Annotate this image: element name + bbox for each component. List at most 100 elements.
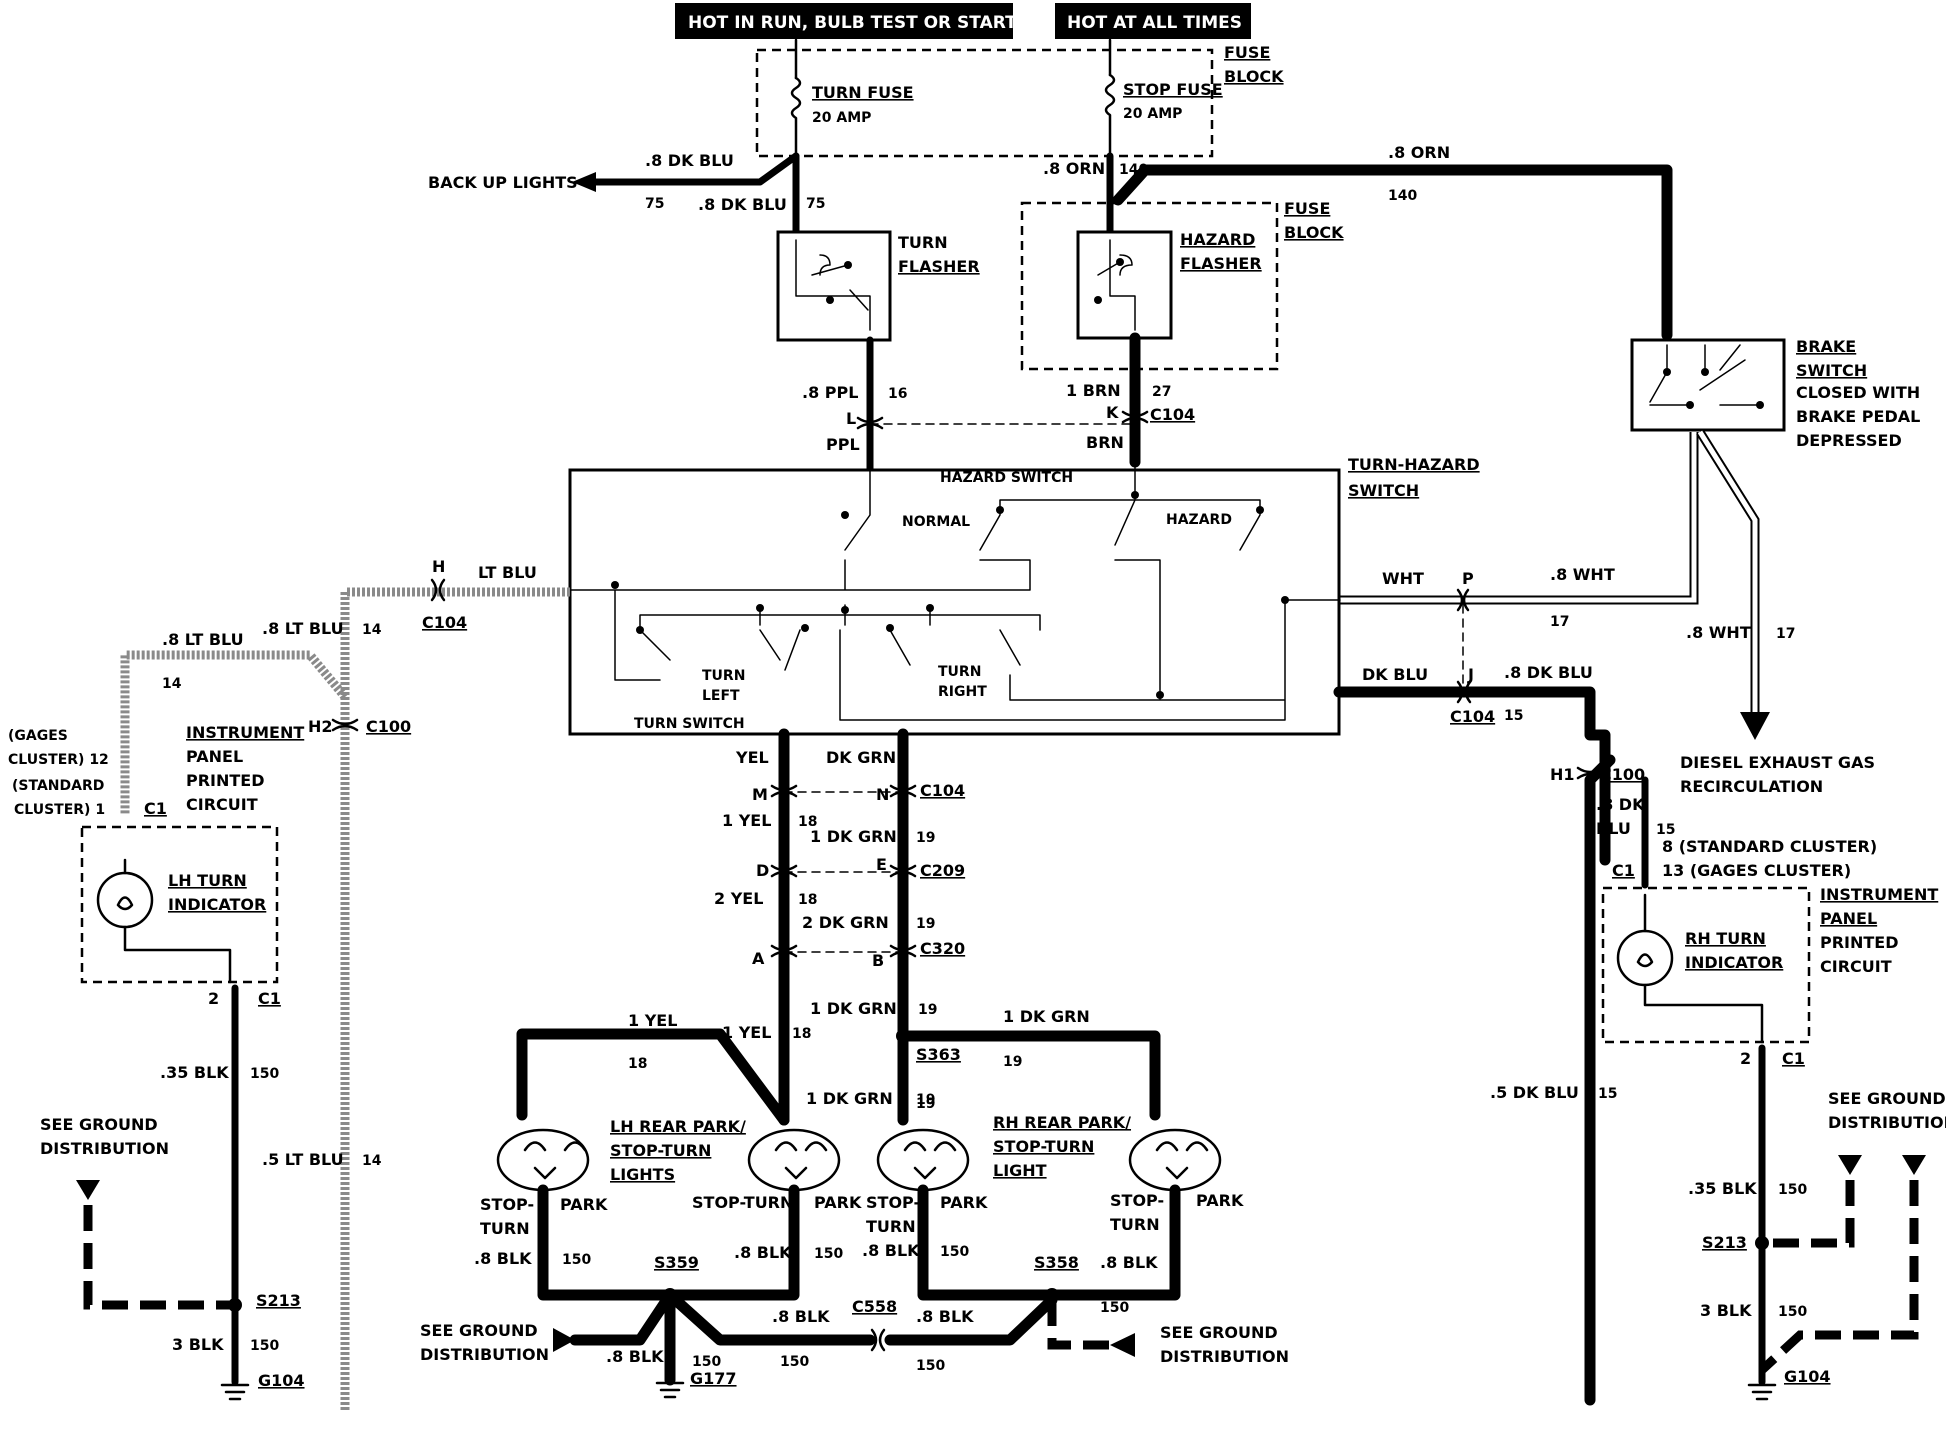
wire-19-c: 19 <box>918 1002 937 1018</box>
fuse-block-outline <box>755 48 1214 158</box>
hot-in-run-header: HOT IN RUN, BULB TEST OR START <box>688 13 1017 33</box>
wire-19: 19 <box>916 830 935 846</box>
blk8-g: .8 BLK <box>916 1307 974 1326</box>
c558-to-s358-wire <box>884 1294 1058 1346</box>
s358-ground-dist-wire <box>1047 1300 1110 1350</box>
brake-switch-label-5: DEPRESSED <box>1796 431 1902 450</box>
conn-J: J <box>1467 665 1474 684</box>
lh-ip-4: CIRCUIT <box>186 795 258 814</box>
rh-ground-dist-arrow-2 <box>1902 1155 1926 1175</box>
conn-c100-H2 <box>331 718 359 732</box>
dk-blu-wire <box>1333 686 1611 866</box>
diesel-label-1: DIESEL EXHAUST GAS <box>1680 753 1875 772</box>
lh-blk3: 3 BLK <box>172 1335 224 1354</box>
rh-rear-dkgrn-feed <box>897 1030 1161 1121</box>
wire-dkgrn1-c: 1 DK GRN <box>1003 1007 1090 1026</box>
splice-s358: S358 <box>1034 1253 1079 1272</box>
hazard-flasher-internal <box>1097 239 1136 331</box>
wire-16: 16 <box>888 386 907 402</box>
s359-to-c558-wire <box>664 1289 876 1346</box>
wire-brn1: 1 BRN <box>1066 381 1121 400</box>
lh-lamp-filament <box>116 858 232 984</box>
lh-gages-2: CLUSTER) 12 <box>8 752 109 768</box>
150-c: 150 <box>940 1244 969 1260</box>
wire-yel2: 2 YEL <box>714 889 763 908</box>
lh-ground-dist-wire <box>83 1205 235 1310</box>
turn-hazard-switch-label-2: SWITCH <box>1348 481 1419 500</box>
wire-140-b: 140 <box>1388 188 1417 204</box>
150-d: 150 <box>1100 1300 1129 1316</box>
wire-brn: BRN <box>1086 433 1124 452</box>
turn-right-label-2: RIGHT <box>938 684 987 700</box>
turn-left-label-2: LEFT <box>702 688 740 704</box>
turn-hazard-switch-label-1: TURN-HAZARD <box>1348 455 1480 474</box>
conn-c104-J <box>1456 680 1472 704</box>
conn-L: L <box>846 409 856 428</box>
stop-fuse-name: STOP FUSE <box>1123 80 1223 99</box>
hazard-switch-label: HAZARD SWITCH <box>940 470 1073 486</box>
blk8-b: .8 BLK <box>734 1243 792 1262</box>
wire-ppl8: .8 PPL <box>802 383 858 402</box>
wire-14-a: 14 <box>162 676 182 692</box>
conn-c104-b: C104 <box>422 613 467 632</box>
conn-c100-a: C100 <box>366 717 411 736</box>
wire-ppl: PPL <box>826 435 860 454</box>
wire-orn8-a: .8 ORN <box>1043 159 1105 178</box>
hazard-label: HAZARD <box>1166 512 1232 528</box>
splice-s359: S359 <box>654 1253 699 1272</box>
lh-indicator-panel <box>80 825 279 984</box>
turn-fuse-rating: 20 AMP <box>812 110 871 126</box>
rh-150-b: 150 <box>1778 1304 1807 1320</box>
s358-ground-dist-arrow <box>1110 1333 1135 1357</box>
wire-dkgrn1-b: 1 DK GRN <box>810 999 897 1018</box>
hazard-flasher-box <box>1076 230 1173 340</box>
lh-see-ground-1: SEE GROUND <box>40 1115 158 1134</box>
wire-wht8: .8 WHT <box>1550 565 1615 584</box>
conn-c104-H <box>430 578 446 602</box>
rh-indicator-name-1: RH TURN <box>1685 929 1766 948</box>
wire-wht: WHT <box>1382 569 1424 588</box>
lh-ip-3: PRINTED <box>186 771 265 790</box>
wire-yel1-c: 1 YEL <box>722 1023 771 1042</box>
rh-ground-symbol <box>1747 1383 1777 1401</box>
blk8-c: .8 BLK <box>862 1241 920 1260</box>
150-a: 150 <box>562 1252 591 1268</box>
conn-c100-b: C100 <box>1600 765 1645 784</box>
turn-left-label-1: TURN <box>702 668 745 684</box>
wire-dkgrn1: 1 DK GRN <box>810 827 897 846</box>
rh-ground-dist-arrow-1 <box>1838 1155 1862 1175</box>
wire-dkgrn: DK GRN <box>826 748 896 767</box>
rh-see-ground-1: SEE GROUND <box>1828 1089 1946 1108</box>
rh-ground-dist-wire-1 <box>1762 1180 1855 1248</box>
wire-yel1: 1 YEL <box>722 811 771 830</box>
hot-all-times-header-box <box>1055 3 1251 39</box>
lh-stopturn: STOP-TURN <box>692 1193 793 1212</box>
rh-stop-2: STOP- <box>1110 1191 1164 1210</box>
conn-P: P <box>1462 569 1474 588</box>
150-g: 150 <box>916 1358 945 1374</box>
rh-ip-1: INSTRUMENT <box>1820 885 1938 904</box>
stop-fuse-rating: 20 AMP <box>1123 106 1182 122</box>
conn-N: N <box>876 785 889 804</box>
normal-label: NORMAL <box>902 514 970 530</box>
lh-see-ground-2: DISTRIBUTION <box>40 1139 169 1158</box>
lh-rear-yel-feed <box>516 1028 790 1126</box>
rear-lamp-filaments <box>523 1141 1209 1180</box>
fuse-block-2-outline <box>1020 201 1279 371</box>
lh-rear-label-1: LH REAR PARK/ <box>610 1117 746 1136</box>
wire-18-b: 18 <box>798 892 817 908</box>
wire-14-b: 14 <box>362 622 382 638</box>
wire-ltblu8-b: .8 LT BLU <box>262 619 344 638</box>
wire-15-c: 15 <box>1598 1086 1617 1102</box>
lh-rear-lamp-outer <box>496 1128 590 1192</box>
rh-park-2: PARK <box>1196 1191 1244 1210</box>
rh-pin-2: 2 <box>1740 1049 1751 1068</box>
lh-pin-2: 2 <box>208 989 219 1008</box>
rh-turn: TURN <box>866 1217 916 1236</box>
lh-indicator-name-2: INDICATOR <box>168 895 266 914</box>
egr-arrow <box>1740 712 1770 740</box>
conn-E: E <box>876 855 887 874</box>
brake-switch-label-2: SWITCH <box>1796 361 1867 380</box>
dk-blu-15-wire <box>1584 754 1616 1406</box>
conn-A: A <box>752 949 765 968</box>
